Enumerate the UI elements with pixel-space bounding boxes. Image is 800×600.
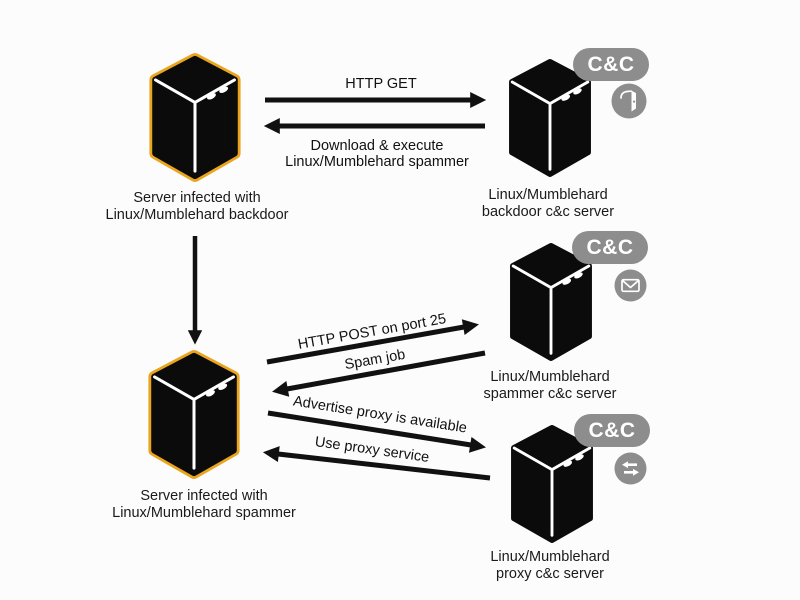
door-icon	[611, 83, 647, 119]
label-server-spammer-infected: Server infected with Linux/Mumblehard sp…	[112, 488, 296, 521]
label-spammer-cc-server: Linux/Mumblehard spammer c&c server	[483, 369, 617, 402]
envelope-icon	[614, 269, 647, 302]
transfer-arrows-icon	[614, 452, 647, 485]
arrow-use-proxy	[262, 446, 491, 481]
arrow-http-post	[266, 319, 479, 365]
cc-badge: C&C	[572, 231, 648, 264]
label-server-backdoor-infected: Server infected with Linux/Mumblehard ba…	[105, 190, 289, 223]
label-download-execute: Download & execute Linux/Mumblehard spam…	[285, 138, 469, 170]
cc-badge: C&C	[574, 414, 650, 447]
label-http-get: HTTP GET	[345, 76, 417, 92]
label-backdoor-cc-server: Linux/Mumblehard backdoor c&c server	[481, 187, 615, 220]
label-proxy-cc-server: Linux/Mumblehard proxy c&c server	[490, 549, 610, 582]
server-spammer-infected-icon	[147, 349, 241, 480]
server-backdoor-infected-icon	[148, 52, 242, 183]
arrow-spam-job	[272, 350, 486, 397]
cc-badge: C&C	[573, 48, 649, 81]
arrow-advertise-proxy	[267, 410, 487, 453]
